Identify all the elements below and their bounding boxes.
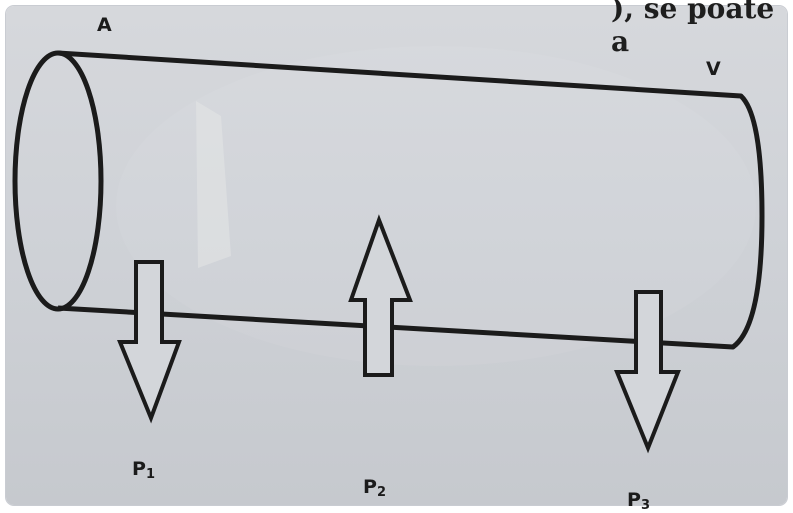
label-p2: P2 — [363, 476, 386, 500]
paper-fold — [196, 101, 231, 268]
label-a: A — [97, 14, 112, 36]
label-p3-subscript: 3 — [640, 498, 650, 513]
label-p1: P1 — [132, 458, 155, 482]
pipe-body-outline — [57, 50, 765, 350]
label-p1-subscript: 1 — [145, 467, 155, 482]
label-p2-subscript: 2 — [376, 485, 386, 500]
label-p3: P3 — [627, 489, 650, 513]
label-v: V — [706, 58, 721, 80]
p1-arrow-down — [117, 260, 182, 424]
paper-sheen — [116, 46, 756, 366]
label-p1-letter: P — [132, 458, 146, 480]
pipe-left-opening — [12, 50, 104, 312]
paper-photo: ), se poate a A V P1 P2 P3 — [6, 0, 787, 513]
p2-arrow-up — [348, 214, 413, 377]
p3-arrow-down — [614, 290, 681, 454]
pipe-diagram — [12, 46, 765, 454]
label-p3-letter: P — [627, 489, 641, 511]
label-p2-letter: P — [363, 476, 377, 498]
cropped-heading-text: ), se poate a — [611, 0, 775, 58]
